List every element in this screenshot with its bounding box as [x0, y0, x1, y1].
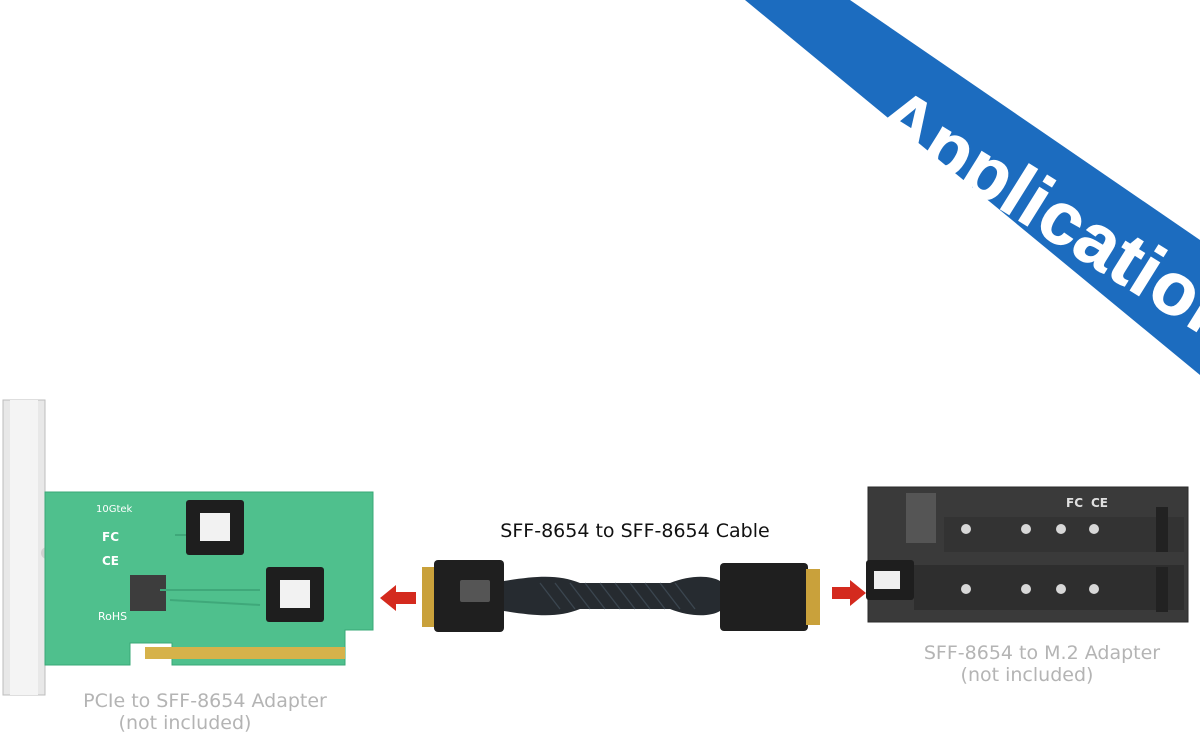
right-adapter-note: (not included): [960, 664, 1094, 686]
m2-fc-mark: FC: [1066, 496, 1083, 510]
right-adapter-caption: SFF-8654 to M.2 Adapter (not included): [872, 642, 1200, 686]
right-adapter-name: SFF-8654 to M.2 Adapter: [923, 642, 1161, 664]
rohs-mark: RoHS: [98, 610, 127, 623]
fc-mark: FC: [102, 530, 119, 544]
cable-title: SFF-8654 to SFF-8654 Cable: [500, 520, 770, 542]
right-arrow-icon: [832, 580, 866, 606]
ce-mark: CE: [102, 554, 119, 568]
m2-adapter-image: FC CE: [866, 486, 1189, 623]
left-adapter-caption: PCIe to SFF-8654 Adapter (not included): [35, 690, 375, 734]
left-adapter-note: (not included): [118, 712, 252, 734]
cable-image: [422, 560, 820, 632]
banner-label: Application: [863, 71, 1200, 362]
brand-label: 10Gtek: [96, 504, 133, 515]
pcie-adapter-image: 10Gtek FC CE RoHS: [2, 399, 374, 696]
left-arrow-icon: [380, 585, 416, 611]
left-adapter-name: PCIe to SFF-8654 Adapter: [83, 690, 327, 712]
m2-ce-mark: CE: [1091, 496, 1108, 510]
